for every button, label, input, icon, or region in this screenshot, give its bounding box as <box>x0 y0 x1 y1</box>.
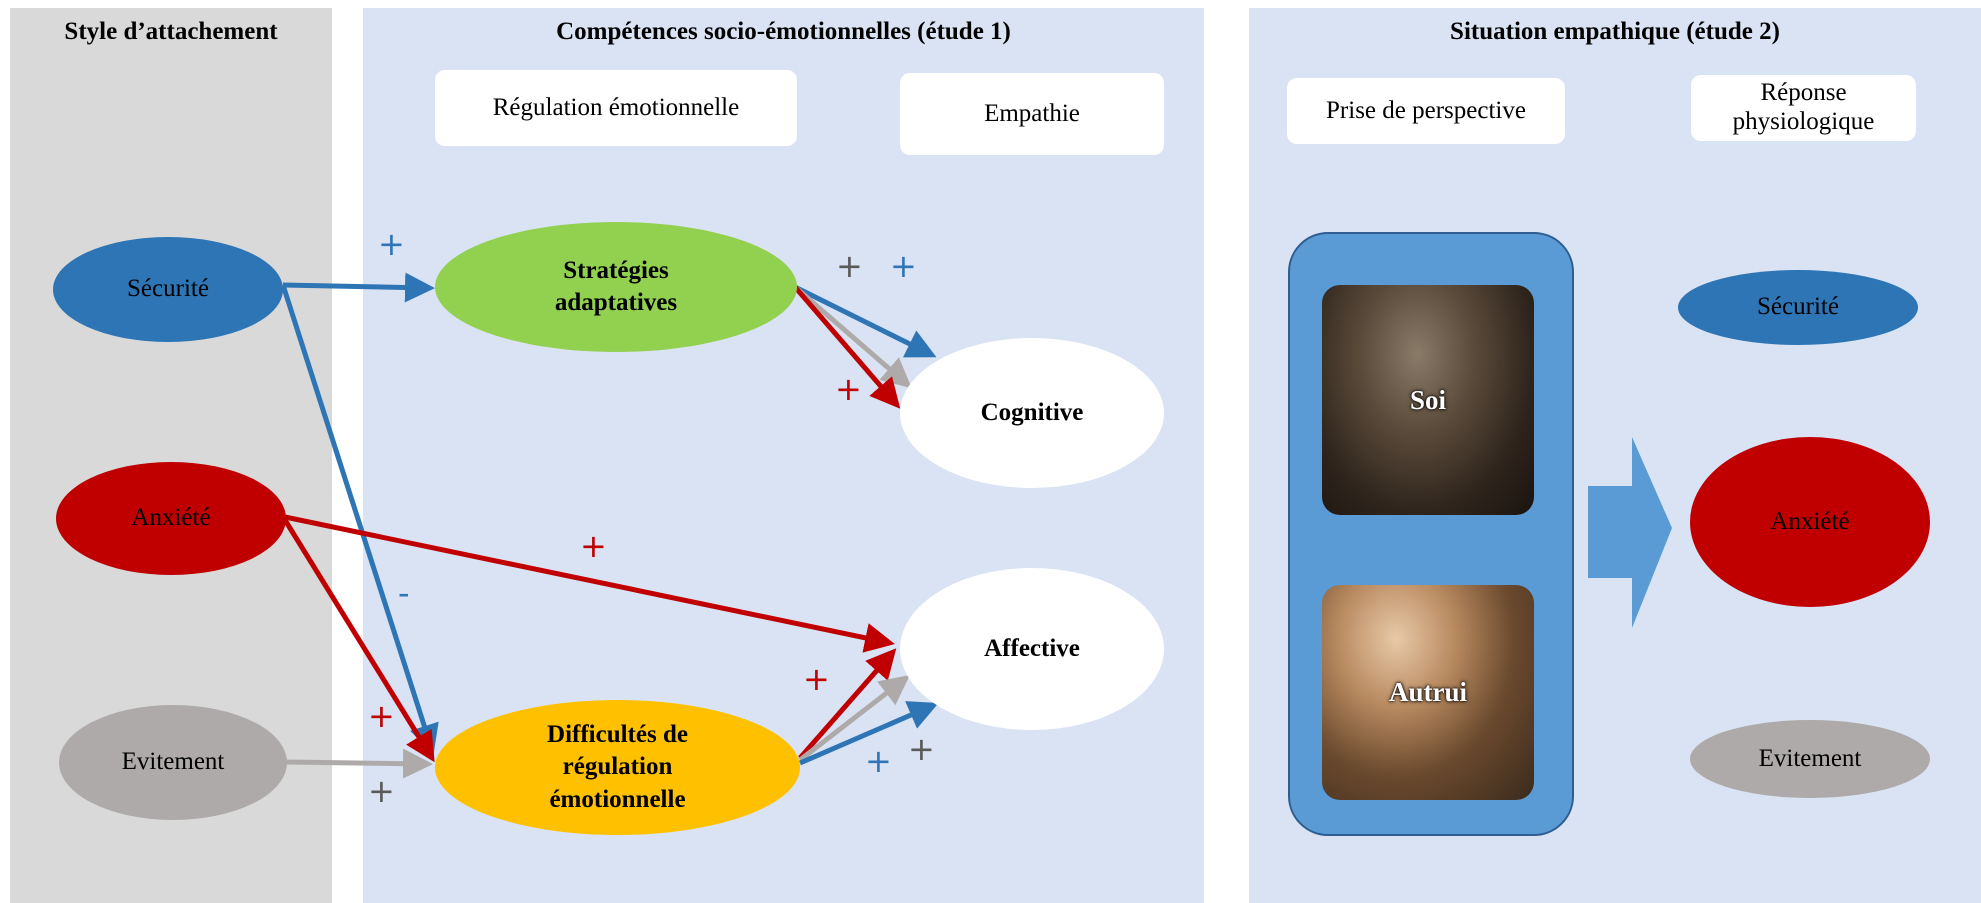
physio-evitement: Evitement <box>1690 720 1930 798</box>
sign-plus-evitement-difficultes: + <box>368 772 395 810</box>
arrow-anxiete-difficultes <box>282 518 435 763</box>
photo-soi: Soi <box>1322 285 1534 515</box>
sign-plus-difficultes-affective-grey: + <box>908 730 935 768</box>
sign-plus-strategies-cognitive-red: + <box>835 370 862 408</box>
node-securite: Sécurité <box>53 237 283 342</box>
sign-minus-securite-difficultes: - <box>398 574 410 612</box>
photo-autrui: Autrui <box>1322 585 1534 800</box>
sign-plus-anxiete-affective: + <box>580 527 607 565</box>
sign-plus-difficultes-affective-blue: + <box>865 742 892 780</box>
sign-plus-securite-strategies: + <box>378 225 405 263</box>
arrow-strategies-cognitive-grey <box>793 285 912 389</box>
regulation-header: Régulation émotionnelle <box>435 70 797 146</box>
node-difficultes-line3: émotionnelle <box>549 785 686 813</box>
arrow-difficultes-affective-grey <box>798 674 910 762</box>
node-strategies-line2: adaptatives <box>554 289 678 316</box>
sign-plus-difficultes-affective-red: + <box>803 660 830 698</box>
reponse-header-line2: physiologique <box>1732 108 1875 135</box>
sign-plus-strategies-cognitive-blue: + <box>890 247 917 285</box>
photo-soi-label: Soi <box>1409 384 1447 415</box>
arrow-difficultes-affective-blue <box>799 701 939 766</box>
node-difficultes: Difficultés de régulation émotionnelle <box>435 700 800 835</box>
node-affective: Affective <box>900 568 1164 730</box>
perspective-header: Prise de perspective <box>1287 78 1565 144</box>
photo-autrui-label: Autrui <box>1388 677 1467 707</box>
arrow-securite-difficultes <box>280 284 439 755</box>
node-evitement: Evitement <box>59 705 287 820</box>
physio-anxiete: Anxiété <box>1690 437 1930 607</box>
arrow-strategies-cognitive-red <box>793 285 901 409</box>
sign-plus-strategies-cognitive-grey: + <box>836 247 863 285</box>
node-difficultes-line2: régulation <box>562 753 673 781</box>
arrow-evitement-difficultes <box>286 748 433 779</box>
empathie-header: Empathie <box>900 73 1164 155</box>
arrow-strategies-cognitive-blue <box>793 284 937 358</box>
arrow-difficultes-affective-red <box>798 648 897 760</box>
reponse-header-line1: Réponse <box>1760 79 1847 107</box>
attachment-title: Style d’attachement <box>64 18 278 45</box>
physio-securite: Sécurité <box>1678 270 1918 345</box>
block-arrow <box>1588 437 1672 628</box>
sign-plus-anxiete-difficultes: + <box>368 697 395 735</box>
node-strategies: Stratégies adaptatives <box>435 222 797 352</box>
situation-title: Situation empathique (étude 2) <box>1450 18 1780 45</box>
node-cognitive: Cognitive <box>900 338 1164 488</box>
arrow-securite-strategies <box>282 272 435 303</box>
node-difficultes-line1: Difficultés de <box>547 720 688 748</box>
node-anxiete: Anxiété <box>56 462 286 575</box>
reponse-header: Réponse physiologique <box>1691 75 1916 141</box>
node-strategies-line1: Stratégies <box>563 256 669 284</box>
arrow-anxiete-affective <box>284 514 895 653</box>
competences-title: Compétences socio-émotionnelles (étude 1… <box>556 18 1011 45</box>
